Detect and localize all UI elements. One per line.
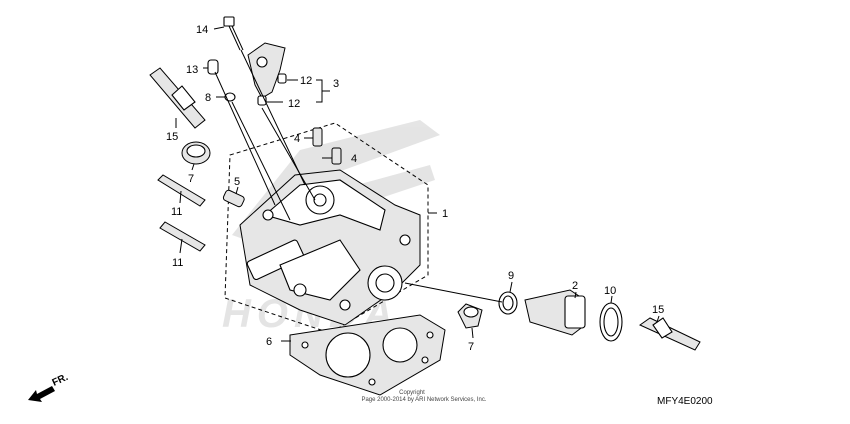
callout-6: 6	[266, 336, 272, 348]
holder-3	[247, 42, 287, 106]
oring-9	[498, 291, 518, 315]
dowel-pin-4-lower	[331, 147, 342, 165]
callout-3: 3	[333, 78, 339, 90]
callout-13: 13	[186, 64, 198, 76]
copyright-line-2: Page 2000-2014 by ARI Network Services, …	[361, 397, 486, 403]
collar-13	[207, 59, 219, 75]
callout-1: 1	[442, 208, 448, 220]
callout-7-lower: 7	[468, 341, 474, 353]
oring-10	[599, 302, 623, 342]
callout-5: 5	[234, 176, 240, 188]
callout-4-upper: 4	[294, 133, 300, 145]
callout-8: 8	[205, 92, 211, 104]
assembly-outline	[224, 122, 429, 334]
callouts: 14 13 8 12 12 3 15 7 11 11 4 4 5 1 9 2 1…	[166, 24, 664, 353]
callout-4-lower: 4	[351, 153, 357, 165]
front-arrow: FR.	[28, 372, 70, 402]
callout-15-left: 15	[166, 131, 178, 143]
diagram-code: MFY4E0200	[657, 396, 713, 407]
callout-12-lower: 12	[288, 98, 300, 110]
plug-cap-7-left	[181, 141, 211, 165]
callout-9: 9	[508, 270, 514, 282]
callout-11-upper: 11	[171, 206, 182, 218]
callout-11-lower: 11	[172, 257, 183, 269]
plug-7-lower	[457, 303, 483, 329]
callout-2: 2	[572, 280, 578, 292]
copyright-line-1: Copyright	[399, 390, 425, 396]
sleeve-2	[524, 289, 586, 336]
front-label: FR.	[51, 372, 70, 389]
callout-12-upper: 12	[300, 75, 312, 87]
stud-bolt-11-upper	[157, 174, 206, 207]
head-gasket	[289, 314, 446, 396]
dowel-5	[222, 189, 245, 208]
dowel-pin-4-upper	[312, 127, 323, 147]
spark-plug-15-right	[638, 317, 701, 351]
stud-bolt-11-lower	[159, 221, 206, 252]
callout-7-left: 7	[188, 173, 194, 185]
leader-lines	[175, 26, 660, 342]
callout-10: 10	[604, 285, 616, 297]
spark-plug-15-left	[149, 67, 206, 129]
callout-15-right: 15	[652, 304, 664, 316]
callout-14: 14	[196, 24, 208, 36]
bolt-14	[223, 16, 244, 51]
